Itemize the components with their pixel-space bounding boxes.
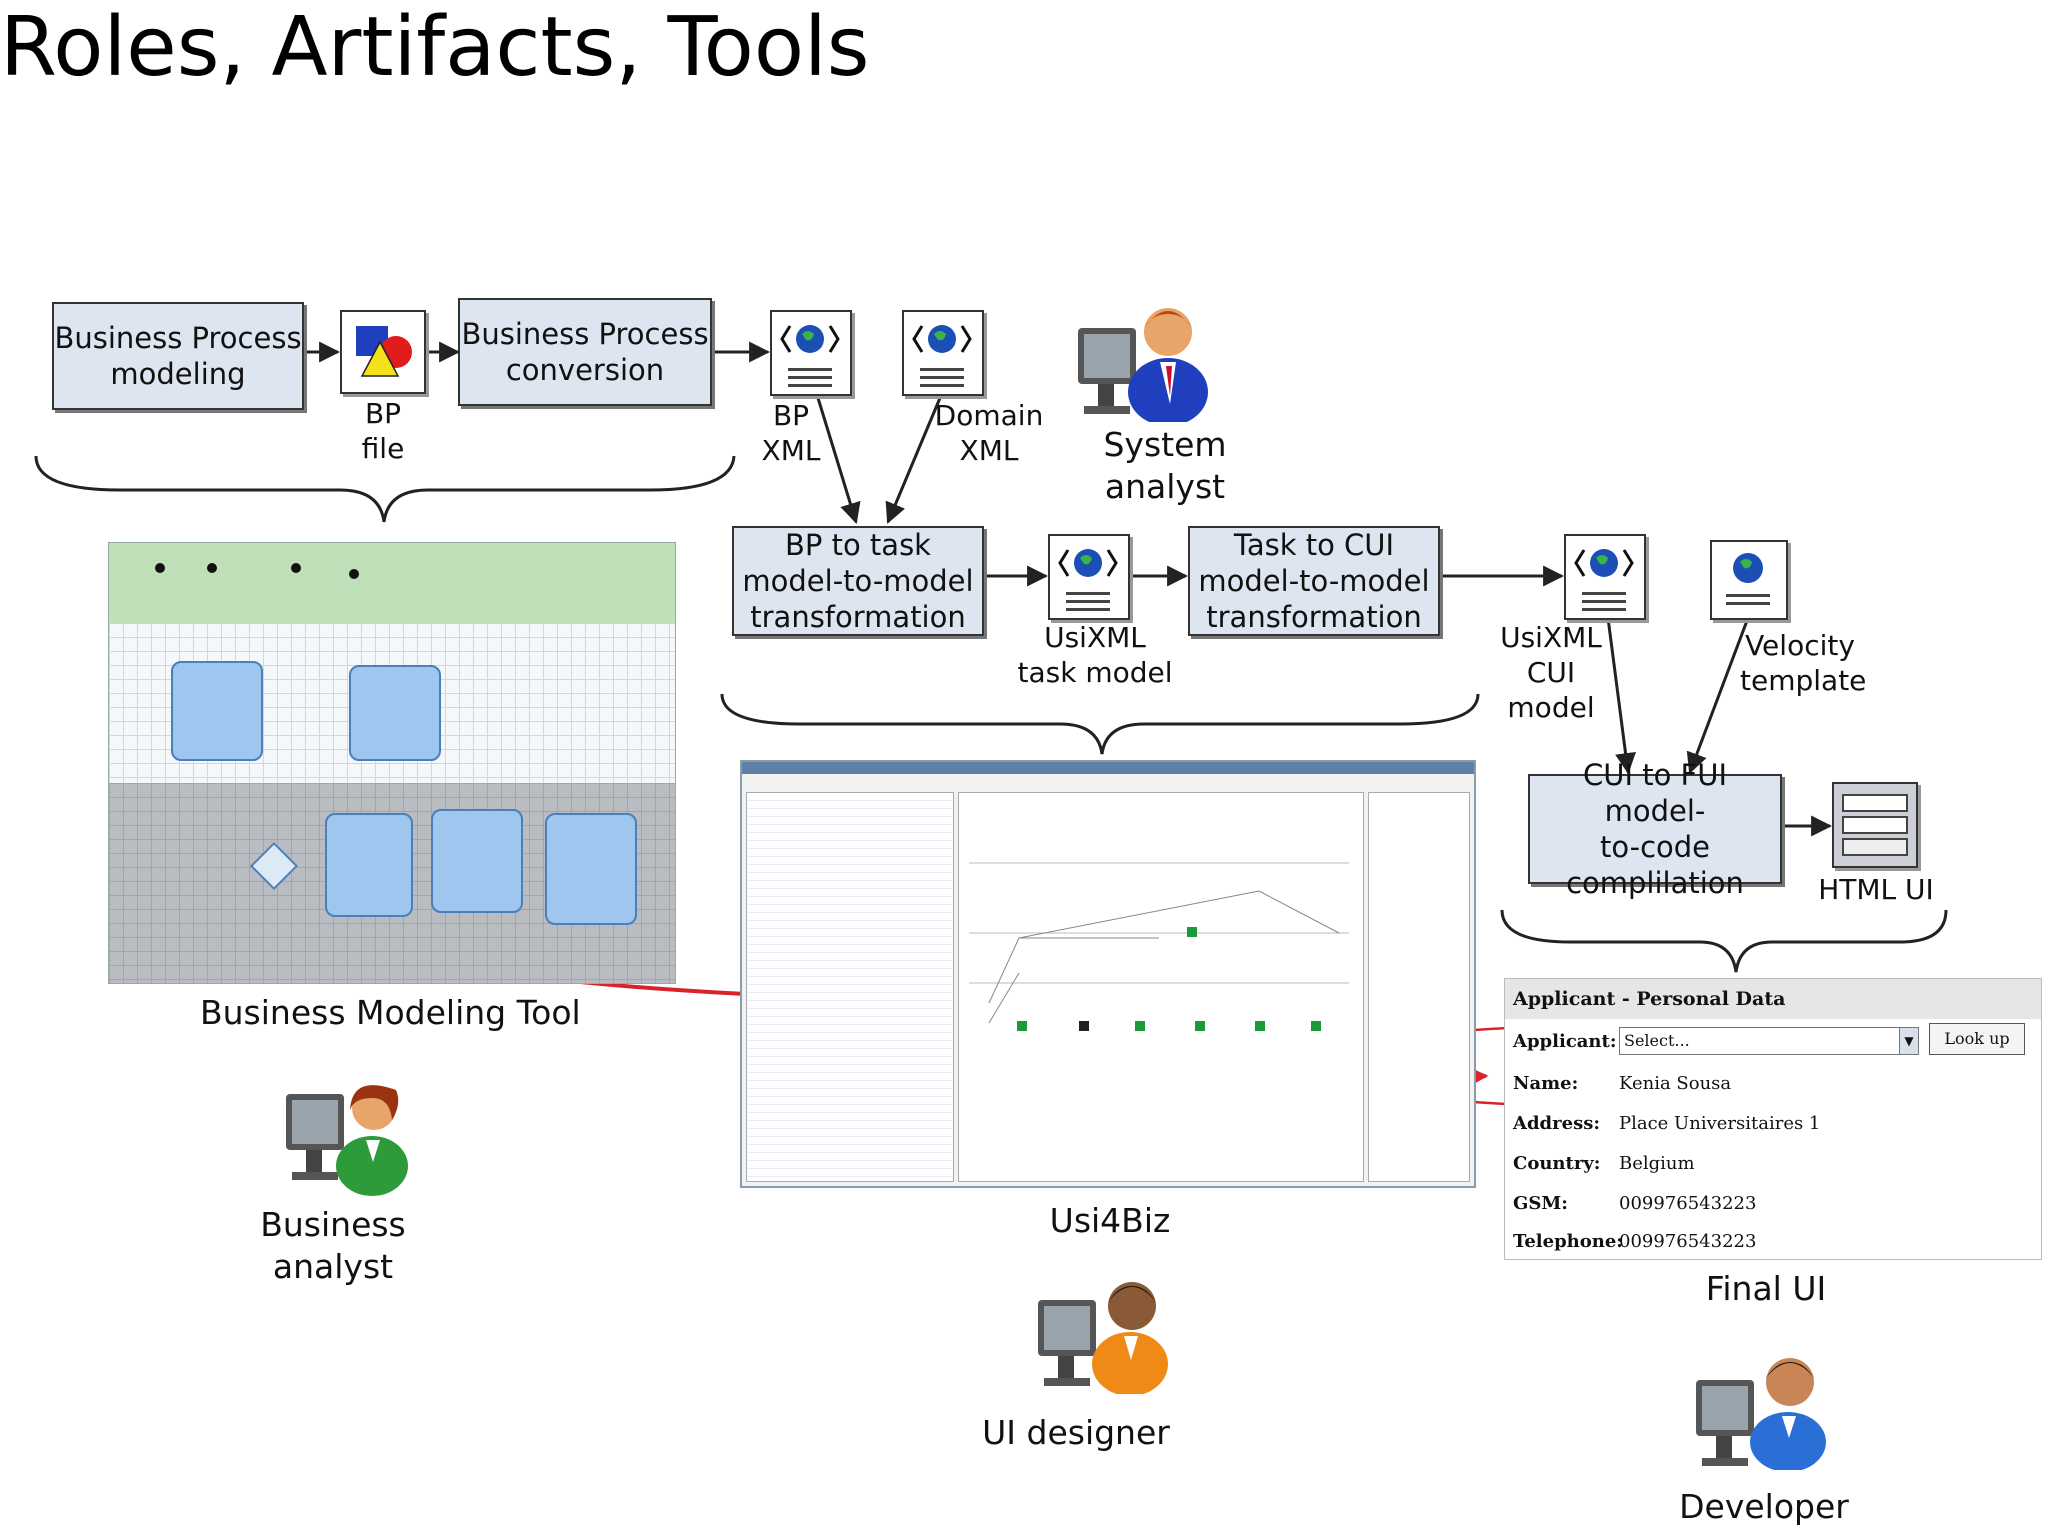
ui-designer-person-icon bbox=[1034, 1264, 1184, 1394]
final-ui-key: Country: bbox=[1513, 1153, 1601, 1174]
velocity-template-label-line-1: Velocity bbox=[1745, 629, 1855, 662]
html-ui-label: HTML UI bbox=[1818, 873, 1934, 906]
usixml-task-doc-icon bbox=[1048, 534, 1130, 620]
process-bp-to-task-line-2: model-to-model bbox=[742, 564, 974, 598]
process-bp-modeling-line-1: Business Process bbox=[54, 321, 302, 355]
final-ui-key: GSM: bbox=[1513, 1193, 1568, 1214]
applicant-select[interactable]: Select... bbox=[1619, 1027, 1901, 1055]
usixml-task-label-line-2: task model bbox=[1017, 656, 1173, 689]
business-modeling-tool-label: Business Modeling Tool bbox=[200, 993, 581, 1032]
bp-xml-label-line-2: XML bbox=[761, 434, 821, 467]
process-task-to-cui-line-1: Task to CUI bbox=[1233, 528, 1395, 562]
final-ui-value: 009976543223 bbox=[1619, 1231, 1757, 1252]
process-bp-to-task-line-1: BP to task bbox=[785, 528, 931, 562]
process-bp-to-task-line-3: transformation bbox=[750, 600, 966, 634]
usi4biz-screenshot bbox=[740, 760, 1476, 1188]
process-cui-to-fui-line-2: to-code bbox=[1599, 830, 1711, 864]
process-task-to-cui-line-2: model-to-model bbox=[1198, 564, 1430, 598]
process-bp-conversion-line-2: conversion bbox=[505, 353, 665, 387]
business-modeling-tool-screenshot bbox=[108, 542, 676, 984]
system-analyst-label-line-1: System bbox=[1103, 425, 1227, 464]
usixml-task-label-line-1: UsiXML bbox=[1044, 621, 1146, 654]
arrow-velocity-down bbox=[1686, 617, 1750, 774]
domain-xml-label-line-1: Domain bbox=[934, 399, 1044, 432]
process-task-to-cui-line-3: transformation bbox=[1206, 600, 1422, 634]
look-up-button[interactable]: Look up bbox=[1929, 1023, 2025, 1055]
developer-person-icon bbox=[1692, 1340, 1842, 1470]
ui-designer-label: UI designer bbox=[982, 1413, 1170, 1452]
arrow-bpxml-down bbox=[816, 397, 861, 525]
final-ui-key: Applicant: bbox=[1513, 1031, 1617, 1052]
system-analyst-person-icon bbox=[1072, 292, 1222, 422]
brace-bmt bbox=[34, 455, 736, 523]
final-ui-heading: Applicant - Personal Data bbox=[1505, 979, 2041, 1019]
bp-file-label-line-2: file bbox=[361, 432, 405, 465]
arrow-cuixml-down bbox=[1606, 617, 1636, 775]
chevron-down-icon[interactable]: ▼ bbox=[1899, 1027, 1919, 1055]
arrow-domainxml-down bbox=[885, 397, 942, 524]
bp-xml-doc-icon bbox=[770, 310, 852, 396]
velocity-template-label-line-2: template bbox=[1740, 664, 1867, 697]
final-ui-value: Kenia Sousa bbox=[1619, 1073, 1732, 1094]
velocity-template-doc-icon bbox=[1710, 540, 1788, 620]
process-cui-to-fui-line-1: CUI to FUI model- bbox=[1582, 758, 1728, 828]
final-ui-value: 009976543223 bbox=[1619, 1193, 1757, 1214]
final-ui-key: Name: bbox=[1513, 1073, 1579, 1094]
developer-label: Developer bbox=[1679, 1487, 1849, 1526]
system-analyst-label-line-2: analyst bbox=[1104, 467, 1226, 506]
brace-final bbox=[1500, 909, 1948, 973]
process-cui-to-fui-line-3: complilation bbox=[1566, 866, 1744, 900]
usi4biz-label: Usi4Biz bbox=[1049, 1201, 1171, 1240]
final-ui-value: Place Universitaires 1 bbox=[1619, 1113, 1821, 1134]
final-ui-label: Final UI bbox=[1705, 1269, 1827, 1308]
process-bp-conversion-line-1: Business Process bbox=[461, 317, 709, 351]
usixml-cui-doc-icon bbox=[1564, 534, 1646, 620]
business-analyst-label-line-1: Business bbox=[260, 1205, 406, 1244]
html-ui-icon bbox=[1832, 782, 1918, 868]
process-bp-modeling-line-2: modeling bbox=[110, 357, 246, 391]
usixml-cui-label-line-2: CUI bbox=[1526, 656, 1576, 689]
domain-xml-doc-icon bbox=[902, 310, 984, 396]
business-analyst-label-line-2: analyst bbox=[272, 1247, 394, 1286]
bp-xml-label-line-1: BP bbox=[772, 399, 810, 432]
final-ui-key: Address: bbox=[1513, 1113, 1600, 1134]
usixml-cui-label-line-3: model bbox=[1507, 691, 1595, 724]
slide-title: Roles, Artifacts, Tools bbox=[0, 0, 870, 95]
final-ui-key: Telephone: bbox=[1513, 1231, 1623, 1252]
usixml-cui-label-line-1: UsiXML bbox=[1500, 621, 1602, 654]
domain-xml-label-line-2: XML bbox=[959, 434, 1019, 467]
final-ui-value: Belgium bbox=[1619, 1153, 1695, 1174]
business-analyst-person-icon bbox=[276, 1068, 426, 1198]
brace-usi4biz bbox=[720, 693, 1480, 755]
bp-file-label-line-1: BP bbox=[364, 397, 402, 430]
bp-file-icon bbox=[340, 310, 426, 394]
final-ui-form: Applicant - Personal Data Applicant: Sel… bbox=[1504, 978, 2042, 1260]
